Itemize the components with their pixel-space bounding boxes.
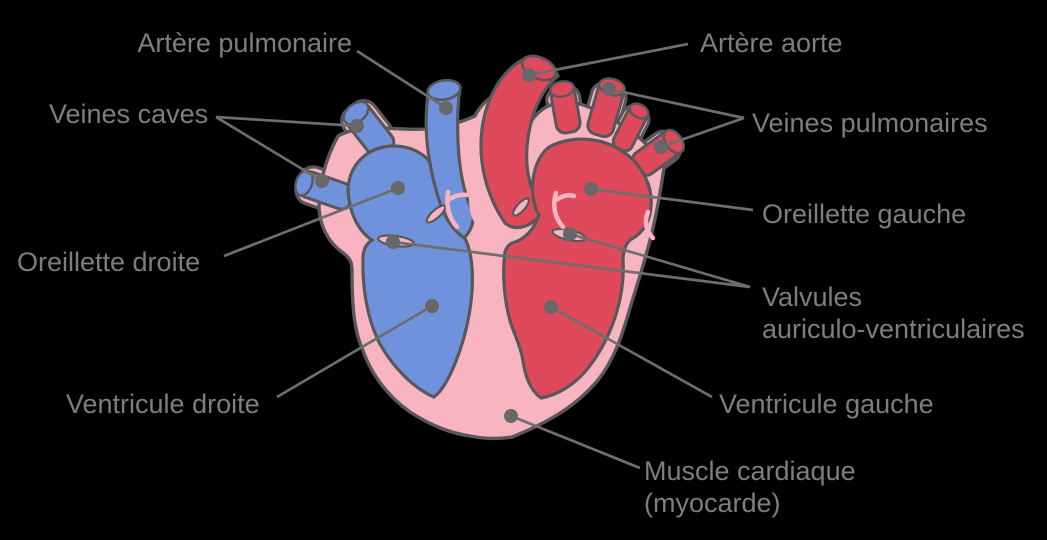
dot-artere-pulmonaire: [439, 101, 453, 115]
dot-veine-cave-inf: [315, 174, 329, 188]
label-muscle-line2: (myocarde): [644, 488, 781, 518]
dot-oreillette-gauche: [584, 182, 598, 196]
label-ventricule-gauche: Ventricule gauche: [719, 389, 934, 419]
leader-lines: [215, 42, 754, 470]
leader-oreillette-droite: [223, 186, 399, 258]
leader-valvules-2: [569, 232, 751, 289]
dot-valvule-mitrale: [563, 227, 577, 241]
label-artere-pulmonaire: Artère pulmonaire: [137, 28, 352, 58]
leader-veines-caves-1: [215, 115, 358, 128]
label-oreillette-gauche: Oreillette gauche: [762, 199, 967, 229]
anchor-dots: [315, 68, 668, 423]
pulmonary-vein-4: [631, 128, 686, 177]
label-valvules-line2: auriculo-ventriculaires: [762, 314, 1025, 344]
label-muscle-line1: Muscle cardiaque: [644, 456, 856, 486]
pulmonary-artery-shape: [424, 86, 475, 241]
label-valvules: Valvules auriculo-ventriculaires: [762, 281, 1025, 345]
dot-ventricule-gauche: [544, 300, 558, 314]
leader-artere-aorte: [528, 42, 689, 77]
label-artere-aorte: Artère aorte: [700, 28, 843, 58]
dot-ventricule-droite: [425, 299, 439, 313]
dot-veine-pulmonaire-2: [654, 140, 668, 154]
leader-veines-pulmonaires-1: [608, 87, 745, 120]
pulmonary-artery-opening: [426, 78, 462, 102]
chordae-tendineae: [445, 189, 656, 241]
dot-veine-cave-sup: [350, 119, 364, 133]
leader-valvules-1: [392, 240, 751, 289]
leader-artere-pulmonaire: [356, 49, 447, 110]
label-muscle-cardiaque: Muscle cardiaque (myocarde): [644, 455, 856, 519]
leader-ventricule-gauche: [550, 305, 713, 399]
label-veines-caves: Veines caves: [49, 99, 209, 129]
dot-myocarde: [504, 409, 518, 423]
label-ventricule-droite: Ventricule droite: [66, 389, 260, 419]
dot-artere-aorte: [522, 68, 536, 82]
leader-veines-caves-2: [215, 115, 323, 183]
tricuspid-leaflet-2: [425, 204, 447, 224]
left-atrium-ventricle-shape: [502, 137, 653, 400]
label-veines-pulmonaires: Veines pulmonaires: [752, 108, 988, 138]
label-oreillette-droite: Oreillette droite: [17, 247, 201, 277]
dot-veine-pulmonaire-1: [602, 82, 616, 96]
dot-valvule-tricuspide: [386, 235, 400, 249]
leader-muscle-cardiaque: [510, 414, 641, 470]
leader-oreillette-gauche: [590, 187, 754, 212]
mitral-leaflet-2: [511, 197, 531, 217]
dot-oreillette-droite: [391, 181, 405, 195]
leader-ventricule-droite: [276, 304, 433, 399]
label-valvules-line1: Valvules: [762, 282, 863, 312]
pulmonary-vein-1: [548, 80, 582, 135]
leader-veines-pulmonaires-2: [660, 116, 745, 149]
